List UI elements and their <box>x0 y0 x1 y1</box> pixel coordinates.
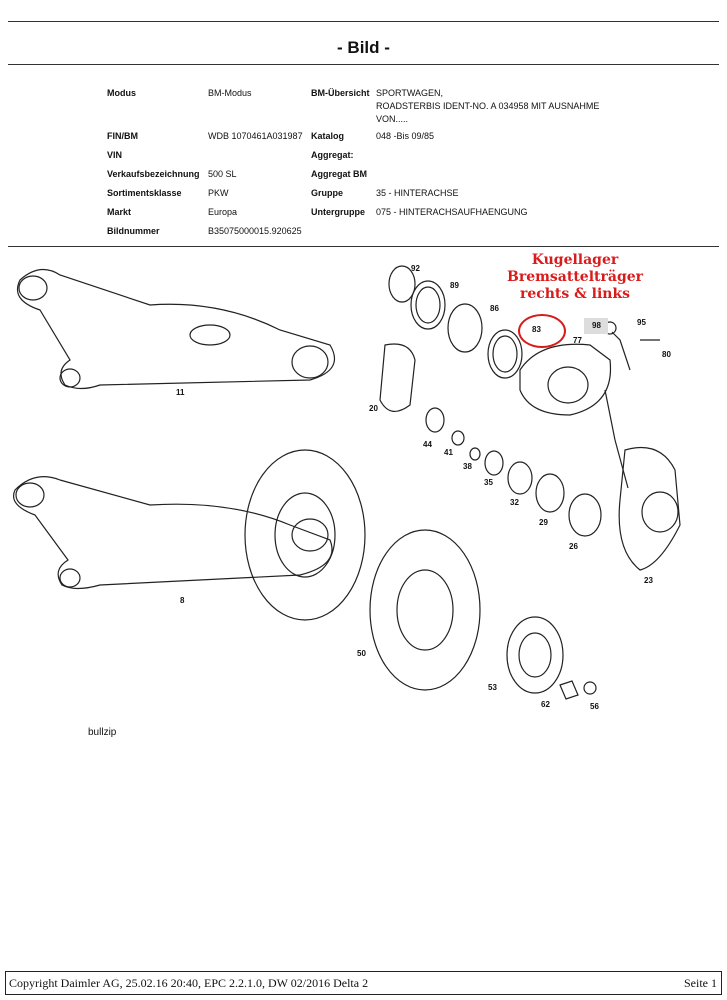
part-label[interactable]: 95 <box>637 318 646 327</box>
annotation-note: Kugellager Bremsattelträger rechts & lin… <box>480 252 670 303</box>
verkauf-value: 500 SL <box>208 169 237 179</box>
part-label[interactable]: 56 <box>590 702 599 711</box>
markt-value: Europa <box>208 207 238 217</box>
vin-label: VIN <box>107 150 123 160</box>
part-label[interactable]: 35 <box>484 478 493 487</box>
katalog-value: 048 -Bis 09/85 <box>376 131 435 141</box>
page-title: - Bild - <box>337 38 390 57</box>
part-label[interactable]: 86 <box>490 304 499 313</box>
trailing-arm-lower <box>13 476 333 590</box>
fin-label: FIN/BM <box>107 131 138 141</box>
modus-label: Modus <box>107 88 136 98</box>
annotation-line: rechts & links <box>519 286 631 302</box>
part-label[interactable]: 83 <box>532 325 541 334</box>
part-label[interactable]: 92 <box>411 264 420 273</box>
part-label[interactable]: 38 <box>463 462 472 471</box>
annotation-line: Kugellager <box>531 252 619 268</box>
page-number: Seite 1 <box>684 976 717 990</box>
uebersicht-value: SPORTWAGEN, ROADSTERBIS IDENT-NO. A 0349… <box>376 87 599 126</box>
uebersicht-label: BM-Übersicht <box>311 88 370 98</box>
uebersicht-line: ROADSTERBIS IDENT-NO. A 034958 MIT AUSNA… <box>376 101 600 111</box>
bildnummer-value: B35075000015.920625 <box>208 226 302 236</box>
watermark-text: bullzip <box>88 727 117 738</box>
footer: Copyright Daimler AG, 25.02.16 20:40, EP… <box>5 971 722 995</box>
part-label[interactable]: 98 <box>592 321 601 330</box>
markt-label: Markt <box>107 207 132 217</box>
katalog-label: Katalog <box>311 131 345 141</box>
part-label[interactable]: 11 <box>176 388 185 397</box>
sortiment-value: PKW <box>208 188 229 198</box>
part-label[interactable]: 77 <box>573 336 582 345</box>
copyright-text: Copyright Daimler AG, 25.02.16 20:40, EP… <box>9 976 369 990</box>
top-rule <box>8 21 719 22</box>
part-label[interactable]: 29 <box>539 518 548 527</box>
part-label[interactable]: 8 <box>180 596 185 605</box>
gruppe-value: 35 - HINTERACHSE <box>376 188 459 198</box>
part-label[interactable]: 89 <box>450 281 459 290</box>
uebersicht-line: VON..... <box>376 114 409 124</box>
part-label[interactable]: 26 <box>569 542 578 551</box>
gruppe-label: Gruppe <box>311 188 344 198</box>
part-label[interactable]: 32 <box>510 498 519 507</box>
aggregat-label: Aggregat: <box>311 150 354 160</box>
parts-diagram <box>13 265 681 700</box>
trailing-arm-upper <box>16 269 335 390</box>
part-label[interactable]: 23 <box>644 576 653 585</box>
part-label[interactable]: 50 <box>357 649 366 658</box>
part-label[interactable]: 20 <box>369 404 378 413</box>
dust-shields <box>244 449 564 694</box>
aggregat-bm-label: Aggregat BM <box>311 169 367 179</box>
part-label[interactable]: 53 <box>488 683 497 692</box>
part-label[interactable]: 41 <box>444 448 453 457</box>
info-rule <box>8 246 719 247</box>
bildnummer-label: Bildnummer <box>107 226 160 236</box>
fin-value: WDB 1070461A031987 <box>208 131 303 141</box>
part-label[interactable]: 44 <box>423 440 432 449</box>
highlight-circle-83 <box>518 314 566 348</box>
annotation-line: Bremsattelträger <box>506 269 644 285</box>
untergruppe-value: 075 - HINTERACHSAUFHAENGUNG <box>376 207 528 217</box>
untergruppe-label: Untergruppe <box>311 207 365 217</box>
brake-carrier <box>519 321 681 700</box>
sortiment-label: Sortimentsklasse <box>107 188 182 198</box>
bearing-rings <box>379 265 602 537</box>
title-rule <box>8 64 719 65</box>
modus-value: BM-Modus <box>208 88 252 98</box>
part-label[interactable]: 80 <box>662 350 671 359</box>
part-label[interactable]: 62 <box>541 700 550 709</box>
verkauf-label: Verkaufsbezeichnung <box>107 169 200 179</box>
uebersicht-line: SPORTWAGEN, <box>376 88 444 98</box>
highlight-shade-98 <box>584 318 608 334</box>
